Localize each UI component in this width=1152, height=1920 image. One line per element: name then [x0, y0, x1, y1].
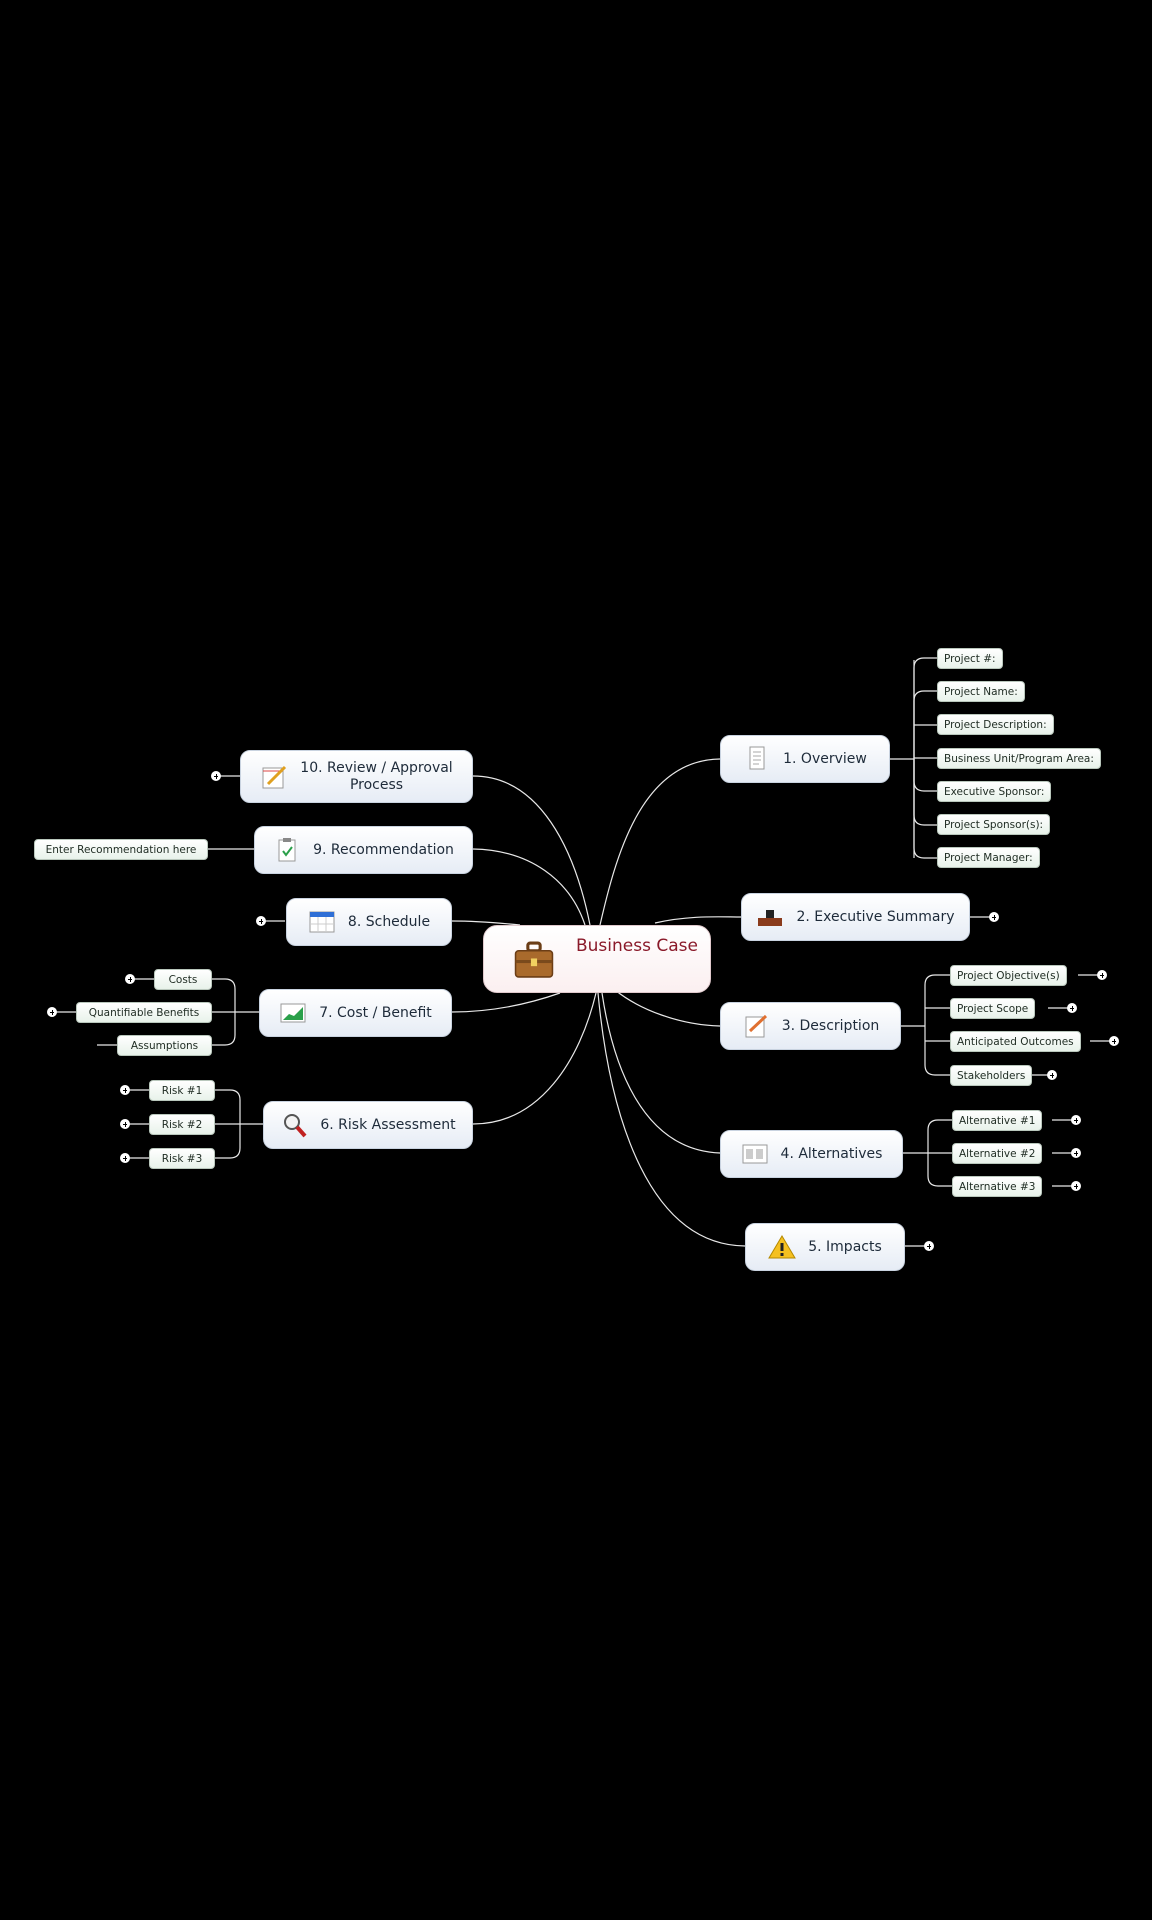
topic-risk-assessment[interactable]: 6. Risk Assessment [263, 1101, 473, 1149]
expand-button[interactable] [1071, 1181, 1081, 1191]
topic-executive-summary-label: 2. Executive Summary [796, 908, 955, 925]
topic-overview-label: 1. Overview [783, 750, 867, 767]
topic-risk-assessment-label: 6. Risk Assessment [320, 1116, 456, 1133]
expand-button[interactable] [1097, 970, 1107, 980]
subtopic-cost-benefit[interactable]: Costs [154, 969, 212, 990]
topic-cost-benefit-label: 7. Cost / Benefit [319, 1004, 432, 1021]
expand-button[interactable] [1109, 1036, 1119, 1046]
warning-icon [768, 1235, 797, 1259]
subtopic-overview[interactable]: Project Manager: [937, 847, 1040, 868]
subtopic-risk[interactable]: Risk #1 [149, 1080, 215, 1101]
topic-overview[interactable]: 1. Overview [720, 735, 890, 783]
subtopic-risk[interactable]: Risk #3 [149, 1148, 215, 1169]
subtopic-overview[interactable]: Executive Sponsor: [937, 781, 1052, 802]
topic-review-label-line1: 10. Review / Approval [300, 759, 453, 776]
chart-icon [280, 1003, 306, 1023]
subtopic-cost-benefit[interactable]: Assumptions [117, 1035, 212, 1056]
subtopic-overview[interactable]: Project Name: [937, 681, 1025, 702]
subtopic-description[interactable]: Project Scope [950, 998, 1036, 1019]
briefcase-icon [514, 941, 554, 978]
subtopic-description[interactable]: Project Objective(s) [950, 965, 1067, 986]
notepad-icon [262, 765, 287, 788]
expand-button[interactable] [211, 771, 221, 781]
subtopic-description[interactable]: Stakeholders [950, 1065, 1033, 1086]
topic-schedule[interactable]: 8. Schedule [286, 898, 452, 946]
expand-button[interactable] [256, 916, 266, 926]
document-icon [749, 746, 765, 770]
topic-alternatives-label: 4. Alternatives [780, 1145, 883, 1162]
expand-button[interactable] [1067, 1003, 1077, 1013]
topic-recommendation-label: 9. Recommendation [313, 841, 454, 858]
topic-executive-summary[interactable]: 2. Executive Summary [741, 893, 970, 941]
subtopic-overview[interactable]: Project Description: [937, 714, 1054, 735]
subtopic-overview[interactable]: Project #: [937, 648, 1003, 669]
topic-cost-benefit[interactable]: 7. Cost / Benefit [259, 989, 452, 1037]
subtopic-overview[interactable]: Business Unit/Program Area: [937, 748, 1101, 769]
topic-schedule-label: 8. Schedule [347, 913, 431, 930]
expand-button[interactable] [1071, 1115, 1081, 1125]
expand-button[interactable] [120, 1153, 130, 1163]
topic-description[interactable]: 3. Description [720, 1002, 901, 1050]
topic-description-label: 3. Description [781, 1017, 880, 1034]
topic-alternatives[interactable]: 4. Alternatives [720, 1130, 903, 1178]
subtopic-alternative[interactable]: Alternative #3 [952, 1176, 1043, 1197]
subtopic-alternative[interactable]: Alternative #1 [952, 1110, 1043, 1131]
expand-button[interactable] [989, 912, 999, 922]
central-topic[interactable]: Business Case [483, 925, 711, 993]
topic-impacts[interactable]: 5. Impacts [745, 1223, 905, 1271]
topic-review-label: 10. Review / Approval Process [300, 760, 452, 794]
subtopic-cost-benefit[interactable]: Quantifiable Benefits [76, 1002, 212, 1023]
clipboard-check-icon [278, 838, 296, 862]
topic-impacts-label: 5. Impacts [808, 1238, 882, 1255]
expand-button[interactable] [1071, 1148, 1081, 1158]
expand-button[interactable] [120, 1119, 130, 1129]
topic-review-approval[interactable]: 10. Review / Approval Process [240, 750, 473, 803]
subtopic-description[interactable]: Anticipated Outcomes [950, 1031, 1081, 1052]
topic-review-label-line2: Process [349, 776, 404, 793]
subtopic-overview[interactable]: Project Sponsor(s): [937, 814, 1051, 835]
expand-button[interactable] [120, 1085, 130, 1095]
expand-button[interactable] [47, 1007, 57, 1017]
compare-icon [742, 1144, 768, 1164]
central-topic-label: Business Case [576, 936, 698, 956]
subtopic-alternative[interactable]: Alternative #2 [952, 1143, 1043, 1164]
pencil-paper-icon [745, 1014, 767, 1038]
subtopic-risk[interactable]: Risk #2 [149, 1114, 215, 1135]
calendar-icon [309, 911, 335, 933]
subtopic-recommendation[interactable]: Enter Recommendation here [34, 839, 208, 860]
expand-button[interactable] [924, 1241, 934, 1251]
magnifier-icon [284, 1114, 307, 1138]
topic-recommendation[interactable]: 9. Recommendation [254, 826, 473, 874]
expand-button[interactable] [125, 974, 135, 984]
expand-button[interactable] [1047, 1070, 1057, 1080]
desk-icon [758, 910, 783, 926]
